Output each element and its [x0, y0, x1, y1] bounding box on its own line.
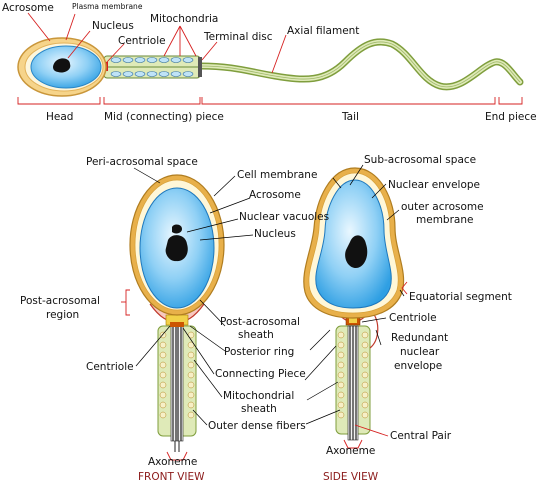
label-end-piece: End piece [485, 111, 537, 123]
side-mito [337, 331, 369, 419]
front-vacuole-large [165, 235, 188, 262]
front-centriole [170, 322, 184, 327]
side-redundant-envelope [369, 311, 379, 349]
label-sub-acrosomal-space: Sub-acrosomal space [364, 154, 476, 166]
label-tail: Tail [341, 111, 359, 123]
label-post-acrosomal-region-2: region [46, 309, 79, 321]
label-acrosome-front: Acrosome [249, 189, 301, 201]
label-cell-membrane: Cell membrane [237, 169, 317, 181]
front-mito [159, 331, 195, 419]
whole-sperm [17, 12, 524, 105]
label-head: Head [46, 111, 73, 123]
label-centriole-front: Centriole [86, 361, 134, 373]
front-view [121, 167, 254, 461]
side-view-title: SIDE VIEW [323, 471, 379, 483]
label-axial-filament: Axial filament [287, 25, 359, 37]
label-acrosome-top: Acrosome [2, 2, 54, 14]
label-centriole-side: Centriole [389, 312, 437, 324]
terminal-disc [198, 57, 202, 77]
label-outer-acrosome-1: outer acrosome [401, 201, 484, 213]
label-redundant-3: envelope [394, 360, 442, 372]
label-redundant-2: nuclear [400, 346, 440, 358]
label-post-acrosomal-sheath-2: sheath [238, 329, 274, 341]
label-connecting-piece: Connecting Piece [215, 368, 306, 380]
label-centriole-top: Centriole [118, 35, 166, 47]
label-posterior-ring: Posterior ring [224, 346, 294, 358]
label-post-acrosomal-sheath-1: Post-acrosomal [220, 316, 300, 328]
label-nuclear-vacuoles: Nuclear vacuoles [239, 211, 329, 223]
top-labels: Acrosome Plasma membrane Nucleus Centrio… [2, 2, 537, 123]
label-mitochondria: Mitochondria [150, 13, 218, 25]
front-vacuole-small [172, 224, 182, 234]
side-labels: Sub-acrosomal space Nuclear envelope out… [323, 154, 512, 483]
label-terminal-disc: Terminal disc [203, 31, 273, 43]
label-mitochondrial-sheath-1: Mitochondrial [223, 390, 294, 402]
label-central-pair: Central Pair [390, 430, 452, 442]
side-view [303, 164, 408, 449]
nucleus-dark-top [53, 58, 71, 73]
label-axoneme-front: Axoneme [148, 456, 197, 468]
label-mitochondrial-sheath-2: sheath [241, 403, 277, 415]
label-mid-piece: Mid (connecting) piece [104, 111, 224, 123]
label-outer-acrosome-2: membrane [416, 214, 473, 226]
label-nuclear-envelope: Nuclear envelope [388, 179, 480, 191]
label-post-acrosomal-region-1: Post-acrosomal [20, 295, 100, 307]
label-redundant-1: Redundant [391, 332, 448, 344]
label-nucleus-top: Nucleus [92, 20, 134, 32]
side-vacuole [345, 235, 368, 268]
label-peri-acrosomal-space: Peri-acrosomal space [86, 156, 198, 168]
label-axoneme-side: Axoneme [326, 445, 375, 457]
front-view-title: FRONT VIEW [138, 471, 205, 483]
label-plasma-membrane: Plasma membrane [72, 2, 143, 11]
label-equatorial-segment: Equatorial segment [409, 291, 512, 303]
mitochondria-row [110, 57, 194, 77]
label-nucleus-front: Nucleus [254, 228, 296, 240]
label-outer-dense-fibers: Outer dense fibers [208, 420, 306, 432]
front-labels: Peri-acrosomal space Cell membrane Acros… [20, 156, 329, 483]
